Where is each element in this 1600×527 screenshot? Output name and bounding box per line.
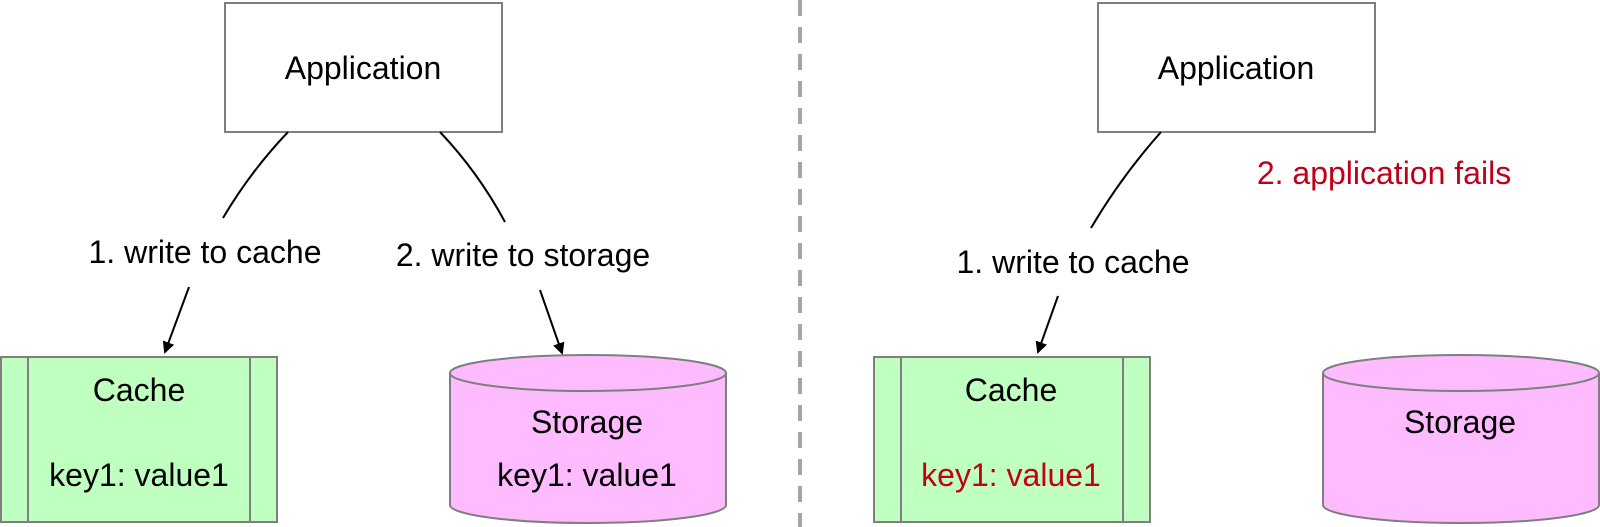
right-step1-arrow — [1035, 295, 1059, 354]
left-storage-cylinder — [449, 354, 727, 524]
left-step2-curve — [439, 131, 506, 223]
right-application-label: Application — [1158, 50, 1315, 86]
left-scenario: Application 1. write to cache 2. write t… — [0, 2, 727, 524]
left-application-box — [224, 2, 503, 133]
right-failure-label: 2. application fails — [1257, 155, 1511, 191]
left-storage-title: Storage — [531, 404, 643, 440]
right-application-box — [1097, 2, 1376, 133]
left-step2-label: 2. write to storage — [396, 237, 650, 273]
left-cache-entry: key1: value1 — [49, 457, 229, 493]
left-step2-arrow — [539, 289, 565, 355]
left-step1-curve — [222, 131, 289, 219]
left-storage-entry: key1: value1 — [497, 457, 677, 493]
right-scenario: Application 2. application fails 1. writ… — [873, 2, 1600, 524]
right-storage-title: Storage — [1404, 404, 1516, 440]
right-cache-title: Cache — [965, 372, 1058, 408]
left-application-label: Application — [285, 50, 442, 86]
left-step1-label: 1. write to cache — [89, 234, 322, 270]
left-cache-title: Cache — [93, 372, 186, 408]
right-step1-curve — [1090, 131, 1162, 229]
left-step1-arrow — [162, 286, 190, 354]
right-storage-cylinder — [1322, 354, 1600, 524]
right-step1-label: 1. write to cache — [957, 244, 1190, 280]
left-cache-box — [0, 356, 278, 523]
right-cache-box — [873, 356, 1151, 523]
right-cache-entry: key1: value1 — [921, 457, 1101, 493]
